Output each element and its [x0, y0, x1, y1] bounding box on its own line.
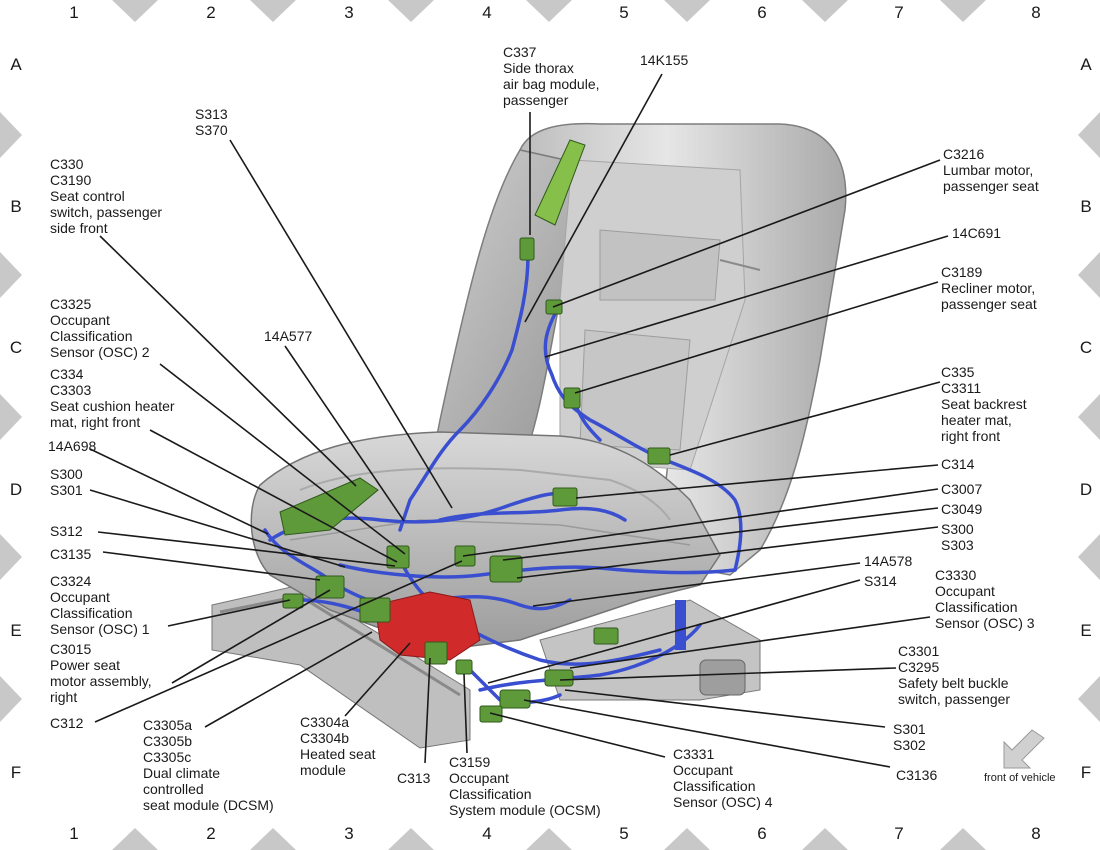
callout-c3007: C3007 — [941, 481, 983, 497]
callout-c3136: C3136 — [896, 767, 938, 783]
seat-backrest — [432, 122, 847, 576]
grid-row-c-left: C — [9, 338, 23, 357]
grid-col-8-bottom: 8 — [1031, 824, 1041, 843]
grid-row-e-left: E — [10, 621, 22, 640]
grid-row-a-left: A — [10, 55, 22, 74]
leader-lines — [89, 73, 949, 768]
callout-s314: S314 — [864, 573, 897, 589]
grid-row-d-left: D — [9, 480, 23, 499]
grid-row-d-right: D — [1079, 480, 1093, 499]
callout-c314: C314 — [941, 456, 975, 472]
callout-c3049: C3049 — [941, 501, 983, 517]
grid-row-b-left: B — [10, 197, 22, 216]
wiring-harness — [263, 253, 743, 705]
grid-col-4-top: 4 — [482, 3, 492, 22]
callout-14a698: 14A698 — [48, 438, 97, 454]
grid-col-7-top: 7 — [894, 3, 904, 22]
grid-col-6-top: 6 — [757, 3, 767, 22]
grid-row-e-right: E — [1080, 621, 1092, 640]
grid-col-4-bottom: 4 — [482, 824, 492, 843]
front-of-vehicle-label: front of vehicle — [984, 772, 1056, 784]
callout-14a577: 14A577 — [264, 328, 313, 344]
connectors — [279, 139, 671, 723]
grid-col-1-top: 1 — [69, 3, 79, 22]
grid-col-1-bottom: 1 — [69, 824, 79, 843]
grid-row-c-right: C — [1079, 338, 1093, 357]
grid-col-8-top: 8 — [1031, 3, 1041, 22]
callout-c3135: C3135 — [50, 546, 92, 562]
grid-col-2-bottom: 2 — [206, 824, 216, 843]
callout-c312: C312 — [50, 715, 84, 731]
grid-col-5-bottom: 5 — [619, 824, 629, 843]
grid-col-6-bottom: 6 — [757, 824, 767, 843]
callout-s312: S312 — [50, 523, 83, 539]
callout-14c691: 14C691 — [952, 225, 1002, 241]
grid-row-f-right: F — [1080, 763, 1092, 782]
grid-row-f-left: F — [10, 763, 22, 782]
front-of-vehicle-arrow-icon — [1003, 729, 1045, 769]
grid-col-7-bottom: 7 — [894, 824, 904, 843]
grid-col-3-top: 3 — [344, 3, 354, 22]
grid-col-2-top: 2 — [206, 3, 216, 22]
grid-row-a-right: A — [1080, 55, 1092, 74]
callout-c313: C313 — [397, 770, 431, 786]
callout-14a578: 14A578 — [864, 553, 913, 569]
grid-row-b-right: B — [1080, 197, 1092, 216]
callout-14k155: 14K155 — [640, 52, 689, 68]
grid-col-3-bottom: 3 — [344, 824, 354, 843]
heated-seat-module — [374, 591, 481, 661]
grid-col-5-top: 5 — [619, 3, 629, 22]
